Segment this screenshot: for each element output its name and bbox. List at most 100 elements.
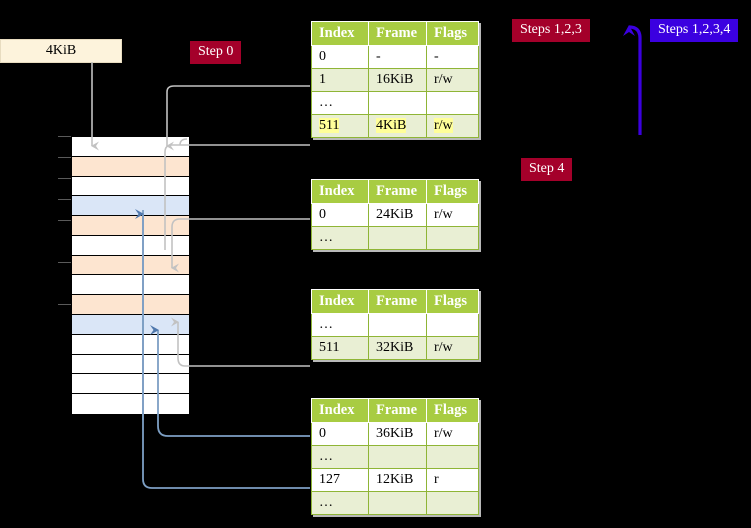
table-cell: 1 [311,68,369,92]
table-row: … [311,445,479,469]
memory-block-row [72,334,189,355]
mem-tick [58,262,72,263]
table-cell: 511 [311,336,369,360]
table-cell: … [311,313,369,337]
column-header-flags: Flags [426,179,479,204]
table-row: … [311,91,479,115]
table-row: … [311,226,479,250]
column-header-flags: Flags [426,289,479,314]
table-cell [368,445,427,469]
table-row: 0-- [311,45,479,69]
badge-step-4-label: Step 4 [529,161,565,176]
badge-steps-123-label: Steps 1,2,3 [520,22,582,37]
memory-block-row [72,137,189,157]
table-cell: 12KiB [368,468,427,492]
table-cell: r/w [426,114,479,138]
table-cell [426,313,479,337]
column-header-frame: Frame [368,289,427,314]
table-cell: … [311,445,369,469]
table-cell: r [426,468,479,492]
memory-block-row [72,176,189,197]
frame-4kib-box: 4KiB [0,39,122,63]
table-cell [368,313,427,337]
wire-l3-to-col [171,218,310,273]
wire-steps-bracket [622,25,642,135]
table-cell: - [426,45,479,69]
table-cell: 511 [311,114,369,138]
badge-steps-1234-label: Steps 1,2,3,4 [658,22,731,37]
physical-memory-column [71,136,190,415]
table-cell [426,445,479,469]
memory-block-row [72,275,189,296]
table-cell: 0 [311,422,369,446]
table-cell [368,491,427,515]
memory-block-row [72,374,189,395]
table-cell: r/w [426,336,479,360]
memory-block-row [72,295,189,316]
table-cell: r/w [426,68,479,92]
memory-block-row [72,394,189,414]
wire-l4-elbow-top [166,85,310,93]
table-cell: r/w [426,422,479,446]
column-header-frame: Frame [368,21,427,46]
table-cell: 36KiB [368,422,427,446]
table-cell: … [311,491,369,515]
memory-block-row [72,315,189,335]
table-cell [426,226,479,250]
table-cell: 24KiB [368,203,427,227]
column-header-flags: Flags [426,21,479,46]
table-cell: 16KiB [368,68,427,92]
table-cell [426,491,479,515]
badge-step-0-label: Step 0 [198,44,234,59]
mem-tick [58,136,72,137]
badge-steps-123: Steps 1,2,3 [512,19,590,42]
memory-block-row [72,156,189,177]
table-cell: - [368,45,427,69]
mem-tick [58,304,72,305]
column-header-index: Index [311,179,369,204]
badge-steps-1234: Steps 1,2,3,4 [650,19,739,42]
memory-block-row [72,255,189,276]
table-row: … [311,491,479,515]
frame-4kib-label: 4KiB [45,43,77,58]
table-cell: 32KiB [368,336,427,360]
mem-tick [58,220,72,221]
table-cell: 127 [311,468,369,492]
memory-block-row [72,354,189,375]
table-cell: … [311,91,369,115]
table-cell: 0 [311,45,369,69]
column-header-index: Index [311,21,369,46]
table-cell [426,91,479,115]
column-header-index: Index [311,398,369,423]
memory-block-row [72,196,189,217]
memory-block-row [72,235,189,256]
column-header-frame: Frame [368,179,427,204]
table-row: … [311,313,479,337]
table-cell: 0 [311,203,369,227]
column-header-frame: Frame [368,398,427,423]
mem-tick [58,178,72,179]
mem-tick [58,157,72,158]
memory-block-row [72,216,189,236]
table-cell [368,91,427,115]
table-cell: 4KiB [368,114,427,138]
table-cell [368,226,427,250]
column-header-flags: Flags [426,398,479,423]
badge-step-4: Step 4 [521,158,573,181]
table-cell: … [311,226,369,250]
mem-tick [58,199,72,200]
table-cell: r/w [426,203,479,227]
